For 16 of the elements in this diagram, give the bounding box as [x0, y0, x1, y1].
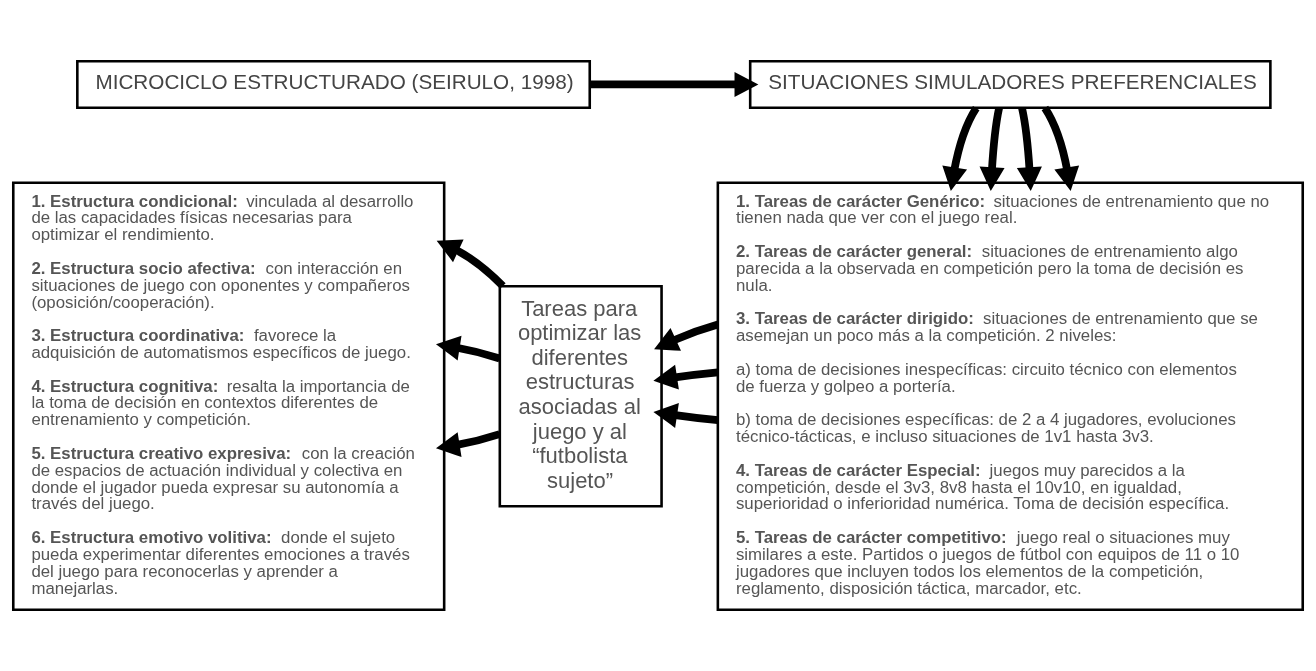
arrow — [436, 430, 501, 457]
arrow — [1041, 105, 1080, 191]
node-box: 1. Estructura condicional: vinculada al desarrollo de las capacidades físicas necesarias para optimizar el rendimiento. 2. Estructura socio afectiva: con interacción en situaciones de juego con oponentes y compañeros (oposición/cooperación). 3. Estructura coordinativa: favorece la adquisición de automatismos específicos de juego. 4. Estructura cognitiva: resalta la importancia de la toma de decisión en contextos diferentes de entrenamiento y competición. 5. Estructura creativo expresiva: con la creación de espacios de actuación individual y colectiva en donde el jugador pueda expresar su autonomía a través del juego. 6. Estructura emotivo volitiva: donde el sujeto pueda experimentar diferentes emociones a través del juego para reconocerlas y aprender a manejarlas. — [11, 181, 446, 612]
arrow — [979, 107, 1005, 192]
arrow — [589, 71, 759, 97]
node-box: Tareas para optimizar las diferentes estructuras asociadas al juego y al “futbolista sujeto” — [498, 285, 663, 508]
node-box: 1. Tareas de carácter Genérico: situaciones de entrenamiento que no tienen nada que ver con el juego real. 2. Tareas de carácter general: situaciones de entrenamiento algo parecida a la observada en competición pero la toma de decisión es nula. 3. Tareas de carácter dirigido: situaciones de entrenamiento que se asemejan un poco más a la competición. 2 niveles: a) toma de decisiones inespecíficas: circuito técnico con elementos de fuerza y golpeo a portería. b) toma de decisiones específicas: de 2 a 4 jugadores, evoluciones técnico-tácticas, e incluso situaciones de 1v1 hasta 3v3. 4. Tareas de carácter Especial: juegos muy parecidos a la competición, desde el 3v3, 8v8 hasta el 10v10, en igualdad, superioridad o inferioridad numérica. Toma de decisión específica. 5. Tareas de carácter competitivo: juego real o situaciones muy similares a este. Partidos o juegos de fútbol con equipos de 11 o 10 jugadores que incluyen todos los elementos de la competición, reglamento, disposición táctica, marcador, etc. — [716, 181, 1305, 612]
arrow — [942, 105, 980, 191]
arrow — [654, 320, 719, 351]
arrow — [653, 364, 719, 390]
arrow — [436, 335, 501, 363]
arrow — [1016, 107, 1042, 192]
arrow — [436, 239, 506, 289]
node-box: SITUACIONES SIMULADORES PREFERENCIALES — [748, 59, 1272, 110]
node-box: MICROCICLO ESTRUCTURADO (SEIRULO, 1998) — [76, 59, 592, 110]
arrow — [653, 403, 719, 428]
